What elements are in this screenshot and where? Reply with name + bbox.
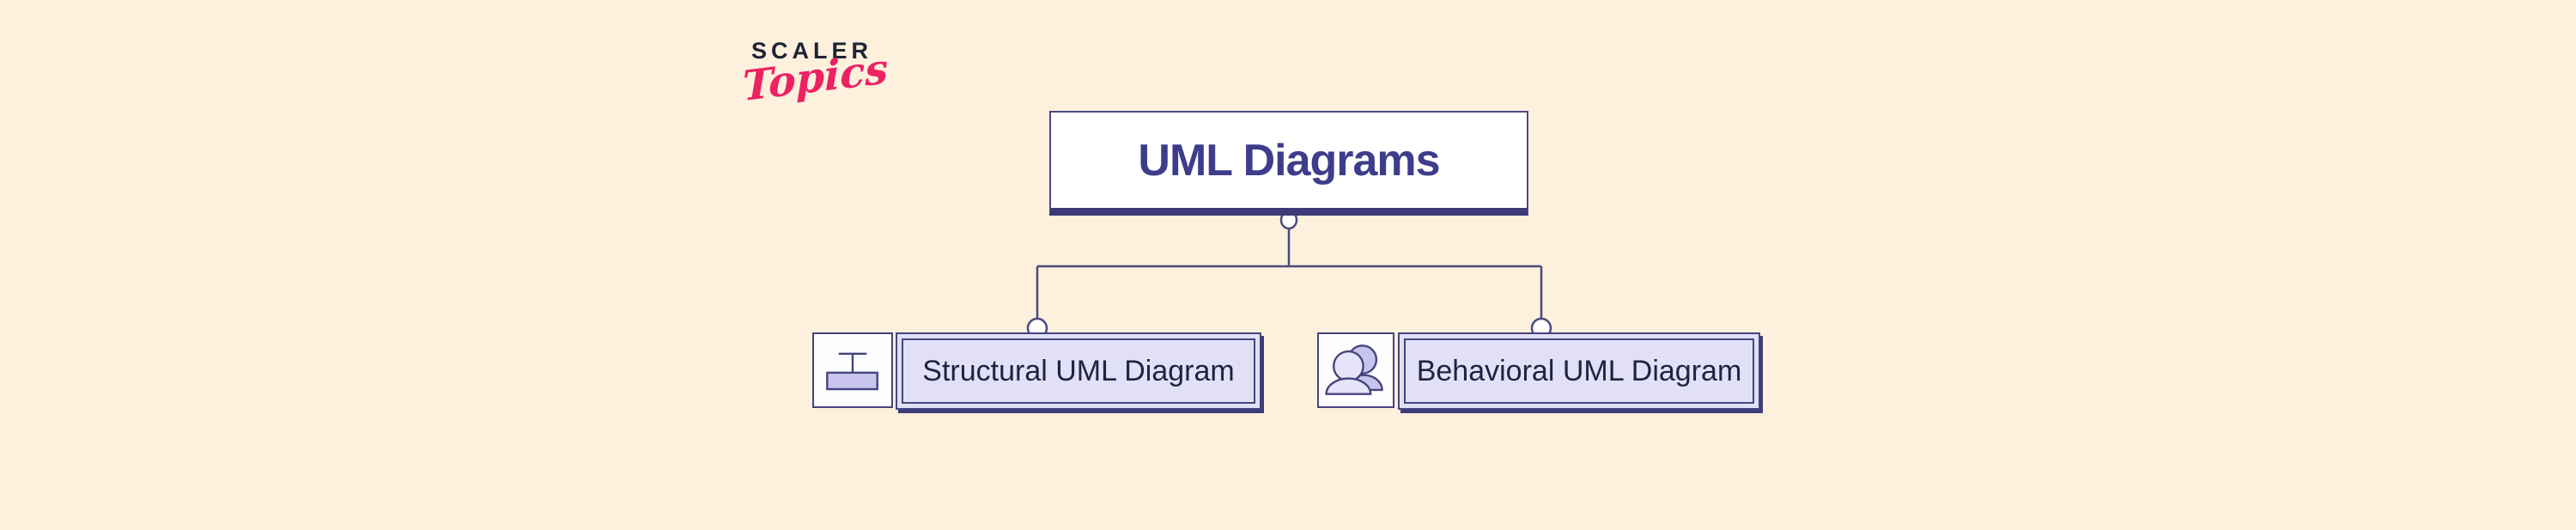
- node-structural-inner-frame: Structural UML Diagram: [902, 338, 1255, 404]
- node-behavioral-inner-frame: Behavioral UML Diagram: [1404, 338, 1754, 404]
- node-behavioral-uml-diagram: Behavioral UML Diagram: [1398, 332, 1760, 410]
- structural-uml-icon: [826, 352, 878, 391]
- root-node-label: UML Diagrams: [1138, 135, 1440, 186]
- behavioral-uml-icon: [1325, 344, 1383, 395]
- node-structural-label: Structural UML Diagram: [922, 354, 1235, 387]
- scaler-topics-logo: SCALER Topics: [743, 38, 914, 112]
- structural-icon-box: [812, 332, 893, 408]
- behavioral-icon-box: [1317, 332, 1394, 408]
- node-behavioral-label: Behavioral UML Diagram: [1416, 354, 1742, 387]
- root-node-uml-diagrams: UML Diagrams: [1049, 111, 1528, 216]
- brand-name: SCALER: [751, 38, 873, 64]
- node-structural-uml-diagram: Structural UML Diagram: [896, 332, 1261, 410]
